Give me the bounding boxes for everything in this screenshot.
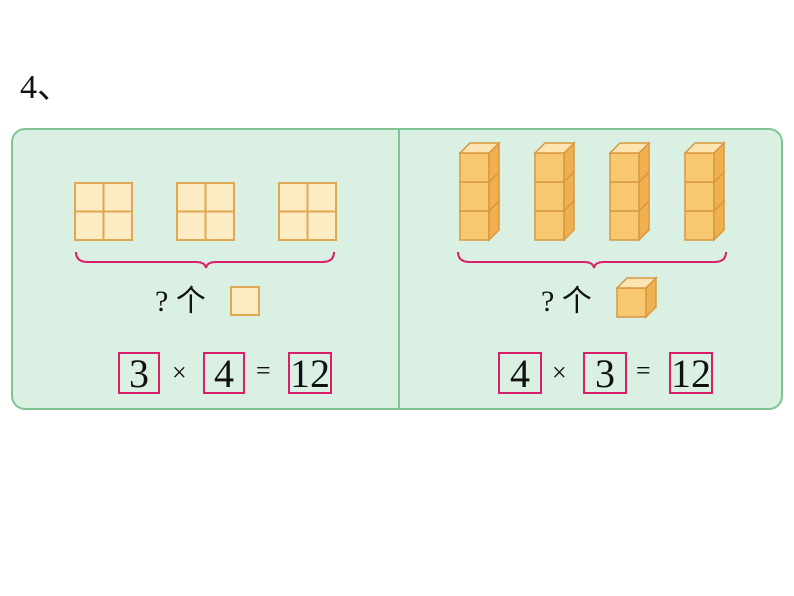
cube	[533, 141, 576, 184]
left-equals-sign: =	[256, 356, 271, 385]
cube	[534, 199, 575, 242]
right-brace	[457, 251, 727, 269]
left-question-text: ? 个	[155, 285, 206, 318]
cube-tower-1	[458, 141, 501, 242]
problem-panel	[11, 128, 783, 410]
left-times-sign: ×	[172, 358, 187, 387]
cube	[534, 170, 575, 213]
left-answer-box-1[interactable]: 3	[118, 352, 160, 394]
right-question-text: ? 个	[541, 285, 592, 318]
cube-tower-3	[608, 141, 651, 242]
right-equals-sign: =	[636, 356, 651, 385]
cube	[459, 199, 500, 242]
cube	[609, 170, 650, 213]
left-answer-box-3[interactable]: 12	[288, 351, 332, 396]
cube	[684, 170, 725, 213]
right-times-sign: ×	[552, 358, 567, 387]
right-answer-box-1[interactable]: 4	[498, 352, 542, 394]
cube	[608, 141, 651, 184]
cube	[683, 141, 726, 184]
square-group-2	[176, 182, 235, 241]
right-answer-box-2[interactable]: 3	[583, 352, 627, 394]
square-group-3	[278, 182, 337, 241]
cube-unit-icon	[615, 276, 658, 319]
question-number: 4、	[20, 69, 71, 106]
left-brace	[75, 251, 335, 269]
cube-tower-4	[683, 141, 726, 242]
cube-tower-2	[533, 141, 576, 242]
cube-towers	[458, 141, 726, 242]
right-answer-box-3[interactable]: 12	[669, 351, 713, 396]
square-group-1	[74, 182, 133, 241]
panel-divider	[398, 130, 400, 408]
cube	[458, 141, 501, 184]
square-unit-icon	[230, 286, 260, 316]
left-answer-box-2[interactable]: 4	[203, 352, 245, 394]
